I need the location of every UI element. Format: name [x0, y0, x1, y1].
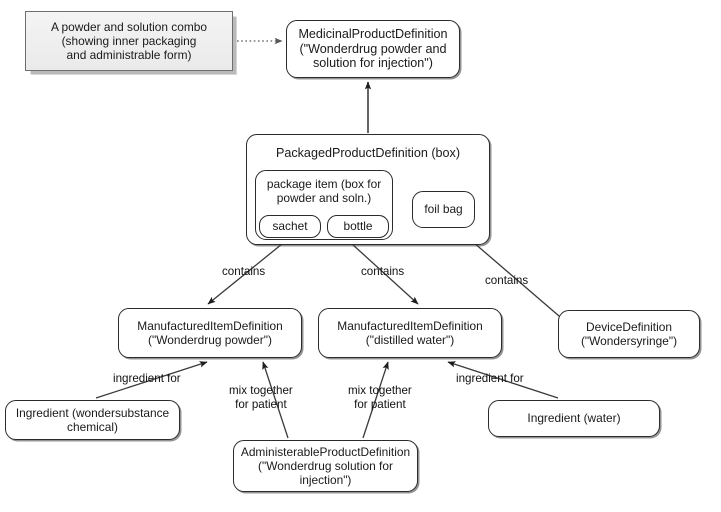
- node-manufactured-item-water[interactable]: ManufacturedItemDefinition ("distilled w…: [318, 308, 502, 358]
- edge-label-contains-right: contains: [485, 274, 529, 287]
- node-ingredient-chemical[interactable]: Ingredient (wondersubstance chemical): [5, 400, 180, 440]
- node-sachet[interactable]: sachet: [259, 215, 321, 238]
- node-device-definition[interactable]: DeviceDefinition ("Wondersyringe"): [558, 310, 700, 358]
- node-ingredient-water[interactable]: Ingredient (water): [488, 400, 660, 437]
- edge-administerable-to-water: [362, 361, 389, 439]
- node-package-item[interactable]: package item (box for powder and soln.): [255, 170, 393, 240]
- note-box: A powder and solution combo (showing inn…: [25, 11, 233, 71]
- packaged-product-title: PackagedProductDefinition (box): [275, 146, 461, 160]
- edge-administerable-to-powder: [262, 361, 289, 439]
- node-manufactured-item-powder[interactable]: ManufacturedItemDefinition ("Wonderdrug …: [118, 308, 302, 358]
- edge-label-mix-right: mix together for patient: [348, 384, 412, 411]
- package-item-label: package item (box for powder and soln.): [266, 177, 382, 206]
- edge-bottle-to-water: [351, 243, 419, 305]
- edge-label-contains-middle: contains: [361, 265, 405, 278]
- node-administerable-product[interactable]: AdministerableProductDefinition ("Wonder…: [233, 440, 418, 492]
- edge-label-ingredient-for-right: ingredient for: [456, 372, 524, 385]
- edge-foilbag-to-device: [458, 229, 567, 323]
- node-foil-bag[interactable]: foil bag: [412, 191, 475, 228]
- edge-label-mix-left: mix together for patient: [229, 384, 293, 411]
- edge-sachet-to-powder: [207, 243, 283, 305]
- edge-label-contains-left: contains: [222, 265, 266, 278]
- edge-water-to-water-item: [447, 361, 559, 399]
- node-medicinal-product-definition[interactable]: MedicinalProductDefinition ("Wonderdrug …: [286, 20, 460, 78]
- node-bottle[interactable]: bottle: [327, 215, 389, 238]
- edge-label-ingredient-for-left: ingredient for: [113, 372, 181, 385]
- edge-chemical-to-powder: [95, 361, 208, 399]
